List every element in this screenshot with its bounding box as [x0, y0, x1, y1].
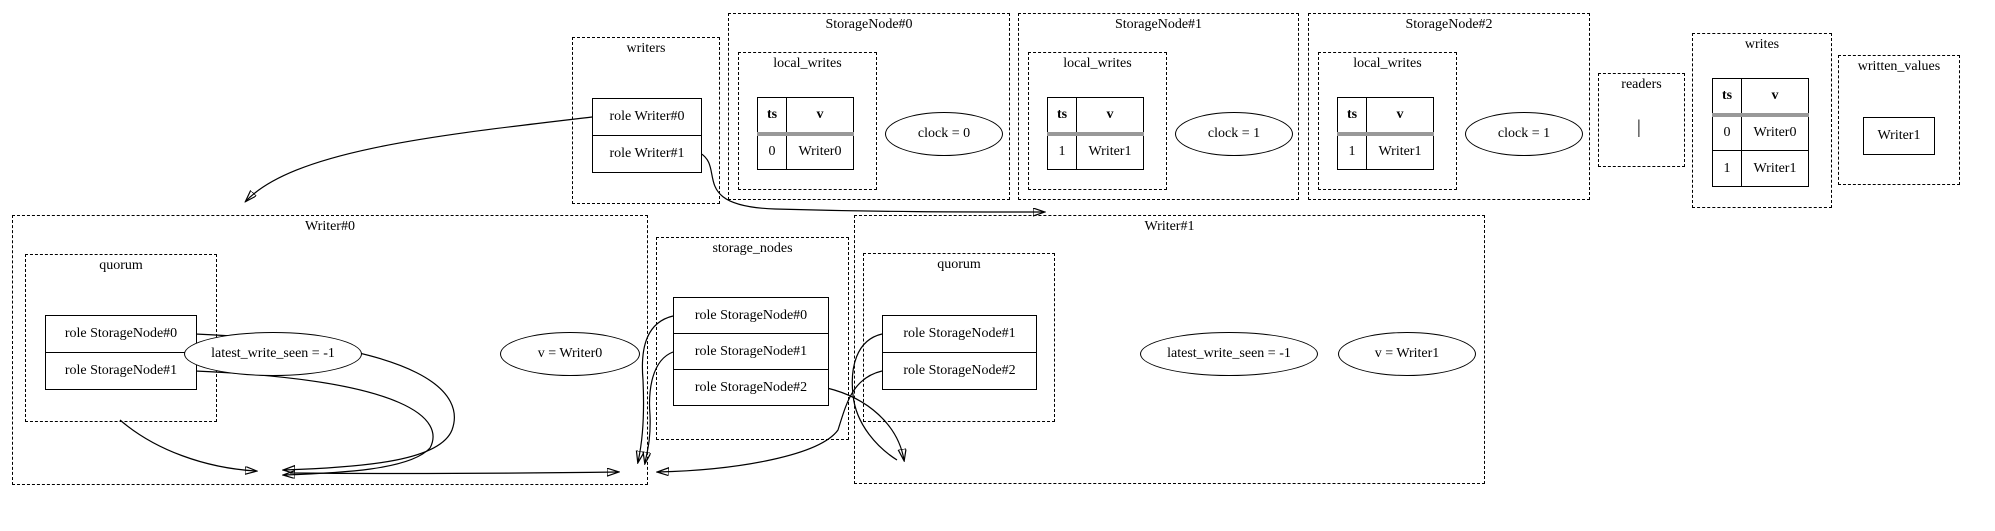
edge-writer0-role-to-cluster	[246, 116, 593, 201]
cluster-written-values: written_values	[1838, 55, 1960, 185]
writer1-v-node: v = Writer1	[1338, 332, 1476, 376]
sn1-col-v: v	[1076, 97, 1144, 136]
cluster-writer0-label: Writer#0	[305, 219, 355, 234]
sn2-clock-node: clock = 1	[1465, 112, 1583, 156]
writes-col-v: v	[1741, 78, 1809, 117]
writer1-quorum-row-sn1: role StorageNode#1	[903, 326, 1016, 341]
writers-row-writer1: role Writer#1	[593, 135, 701, 172]
writer1-quorum-label: quorum	[937, 257, 981, 272]
written-value-node: Writer1	[1863, 117, 1935, 155]
writer0-quorum-row-sn1: role StorageNode#1	[46, 352, 196, 389]
cluster-storagenode0: StorageNode#0	[728, 13, 1010, 200]
sn0-local-writes-label: local_writes	[773, 56, 842, 71]
cluster-writes-label: writes	[1744, 37, 1780, 52]
cluster-writer0: Writer#0	[12, 215, 648, 485]
sn1-local-writes-label: local_writes	[1063, 56, 1132, 71]
sn0-clock-node: clock = 0	[885, 112, 1003, 156]
writer1-latest-write-seen-node: latest_write_seen = -1	[1140, 332, 1318, 376]
cluster-storagenode2-label: StorageNode#2	[1405, 17, 1493, 32]
writes-cell-ts-1: 1	[1712, 150, 1742, 187]
cluster-readers-label: readers	[1621, 77, 1662, 92]
cluster-writer1: Writer#1	[854, 215, 1485, 484]
writers-record: role Writer#0 role Writer#1	[592, 98, 702, 173]
cluster-sn1-local-writes: local_writes	[1028, 52, 1167, 190]
cluster-writer1-quorum: quorum	[863, 253, 1055, 422]
cluster-writers-label: writers	[626, 41, 666, 56]
writes-cell-v-0: Writer0	[1741, 114, 1809, 151]
writer1-quorum-record: role StorageNode#1 role StorageNode#2	[882, 315, 1037, 390]
storage-nodes-row-sn1: role StorageNode#1	[674, 333, 828, 369]
sn2-local-writes-table: ts v 1 Writer1	[1337, 97, 1434, 170]
writers-row-writer0: role Writer#0	[609, 109, 685, 124]
sn0-col-v: v	[786, 97, 854, 136]
cluster-writers: writers	[572, 37, 720, 204]
cluster-storagenode0-label: StorageNode#0	[825, 17, 913, 32]
storage-nodes-record: role StorageNode#0 role StorageNode#1 ro…	[673, 297, 829, 406]
cluster-storage-nodes-label: storage_nodes	[712, 241, 793, 256]
writer0-quorum-row-sn0: role StorageNode#0	[64, 326, 178, 341]
sn2-col-ts: ts	[1337, 97, 1367, 136]
sn1-local-writes-table: ts v 1 Writer1	[1047, 97, 1144, 170]
sn1-clock-node: clock = 1	[1175, 112, 1293, 156]
sn1-cell-ts: 1	[1047, 133, 1077, 170]
sn0-col-ts: ts	[757, 97, 787, 136]
storage-nodes-row-sn2: role StorageNode#2	[674, 369, 828, 405]
sn2-col-v: v	[1366, 97, 1434, 136]
cluster-storagenode2: StorageNode#2	[1308, 13, 1590, 200]
sn1-cell-v: Writer1	[1076, 133, 1144, 170]
sn0-local-writes-table: ts v 0 Writer0	[757, 97, 854, 170]
sn2-cell-v: Writer1	[1366, 133, 1434, 170]
writes-table: ts v 0 Writer0 1 Writer1	[1712, 78, 1809, 187]
cluster-readers: readers |	[1598, 73, 1685, 167]
cluster-writer1-label: Writer#1	[1144, 219, 1195, 234]
readers-empty-node: |	[1637, 117, 1641, 138]
writes-col-ts: ts	[1712, 78, 1742, 117]
sn1-col-ts: ts	[1047, 97, 1077, 136]
cluster-sn0-local-writes: local_writes	[738, 52, 877, 190]
sn0-cell-v: Writer0	[786, 133, 854, 170]
cluster-writes: writes	[1692, 33, 1832, 208]
cluster-storage-nodes: storage_nodes	[656, 237, 849, 440]
cluster-written-values-label: written_values	[1857, 59, 1941, 74]
storage-nodes-row-sn0: role StorageNode#0	[694, 307, 808, 323]
cluster-storagenode1: StorageNode#1	[1018, 13, 1299, 200]
writer0-latest-write-seen-node: latest_write_seen = -1	[184, 332, 362, 376]
sn2-local-writes-label: local_writes	[1353, 56, 1422, 71]
writer0-v-node: v = Writer0	[500, 332, 640, 376]
writer0-quorum-label: quorum	[99, 258, 143, 273]
writes-cell-ts-0: 0	[1712, 114, 1742, 151]
cluster-sn2-local-writes: local_writes	[1318, 52, 1457, 190]
sn2-cell-ts: 1	[1337, 133, 1367, 170]
writes-cell-v-1: Writer1	[1741, 150, 1809, 187]
writer0-quorum-record: role StorageNode#0 role StorageNode#1	[45, 315, 197, 390]
writer1-quorum-row-sn2: role StorageNode#2	[883, 352, 1036, 389]
sn0-cell-ts: 0	[757, 133, 787, 170]
cluster-storagenode1-label: StorageNode#1	[1114, 17, 1203, 32]
